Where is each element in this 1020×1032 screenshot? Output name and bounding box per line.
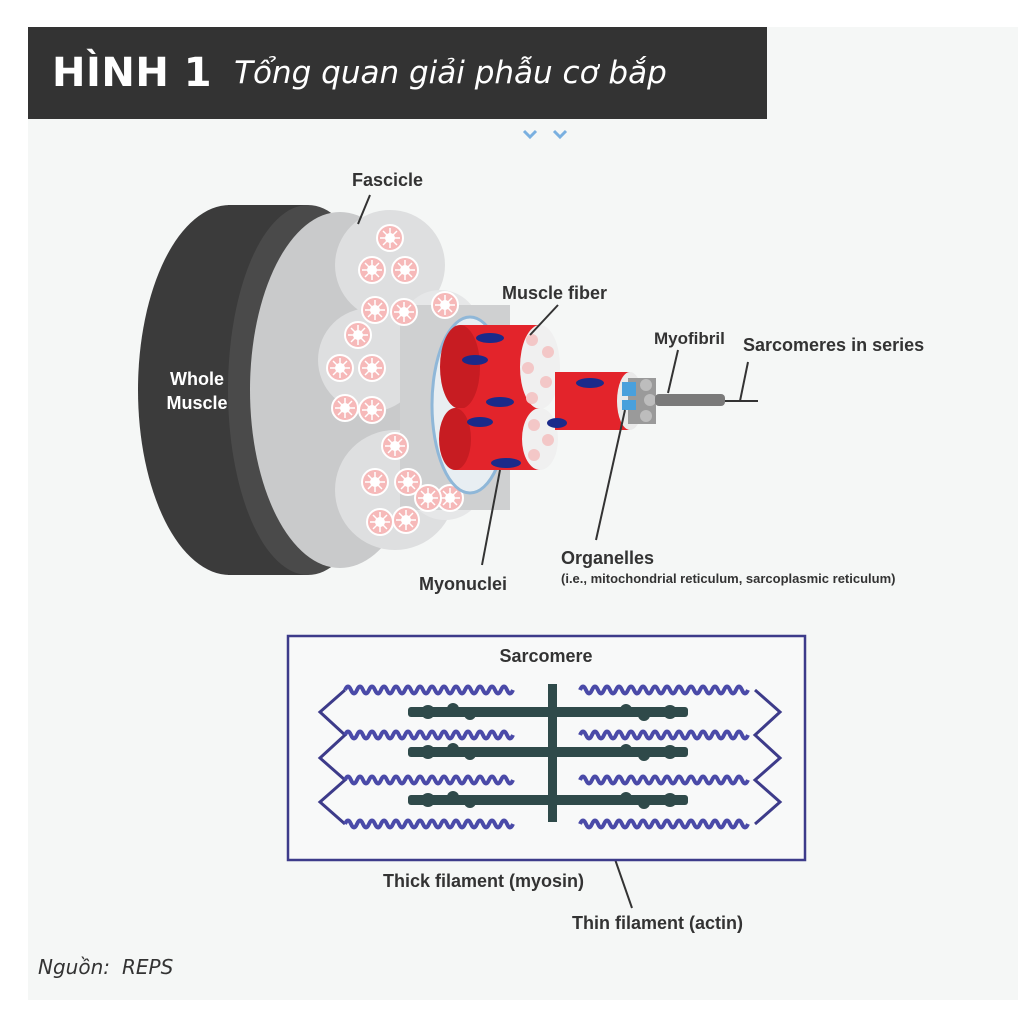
- source-credit: Nguồn: REPS: [38, 955, 173, 979]
- sarcomere-label: Sarcomere: [499, 646, 592, 666]
- source-label: Nguồn:: [38, 955, 110, 979]
- organelles-note: (i.e., mitochondrial reticulum, sarcopla…: [561, 571, 895, 586]
- fascicle-label: Fascicle: [352, 170, 423, 190]
- thick-filament-label: Thick filament (myosin): [383, 871, 584, 891]
- z-disc-left: [317, 688, 348, 826]
- myonucleus: [491, 458, 521, 468]
- blue-mark-icon: [552, 129, 568, 140]
- myonucleus: [576, 378, 604, 388]
- sarcomere-panel: Sarcomere: [286, 634, 807, 862]
- whole-muscle-label-line2: Muscle: [166, 393, 227, 413]
- myonucleus: [547, 418, 567, 428]
- source-value: REPS: [121, 955, 174, 979]
- z-disc-right: [752, 688, 783, 826]
- myofibril-bundle: [622, 378, 758, 424]
- myonucleus: [476, 333, 504, 343]
- myonucleus: [486, 397, 514, 407]
- figure-label: HÌNH 1: [52, 50, 213, 96]
- sarcomeres-in-series-label: Sarcomeres in series: [743, 335, 924, 355]
- whole-muscle-label: Whole: [170, 369, 224, 389]
- myofibril-label: Myofibril: [654, 329, 725, 348]
- muscle-fibers: [439, 325, 643, 470]
- figure-header: HÌNH 1 Tổng quan giải phẫu cơ bắp: [28, 27, 767, 119]
- blue-mark-icon: [522, 129, 538, 140]
- myonucleus: [467, 417, 493, 427]
- thin-filament-label: Thin filament (actin): [572, 913, 743, 933]
- myonuclei-label: Myonuclei: [419, 574, 507, 594]
- organelles-label: Organelles: [561, 548, 654, 568]
- muscle-fiber-label: Muscle fiber: [502, 283, 607, 303]
- myonucleus: [462, 355, 488, 365]
- figure-title: Tổng quan giải phẫu cơ bắp: [234, 55, 667, 91]
